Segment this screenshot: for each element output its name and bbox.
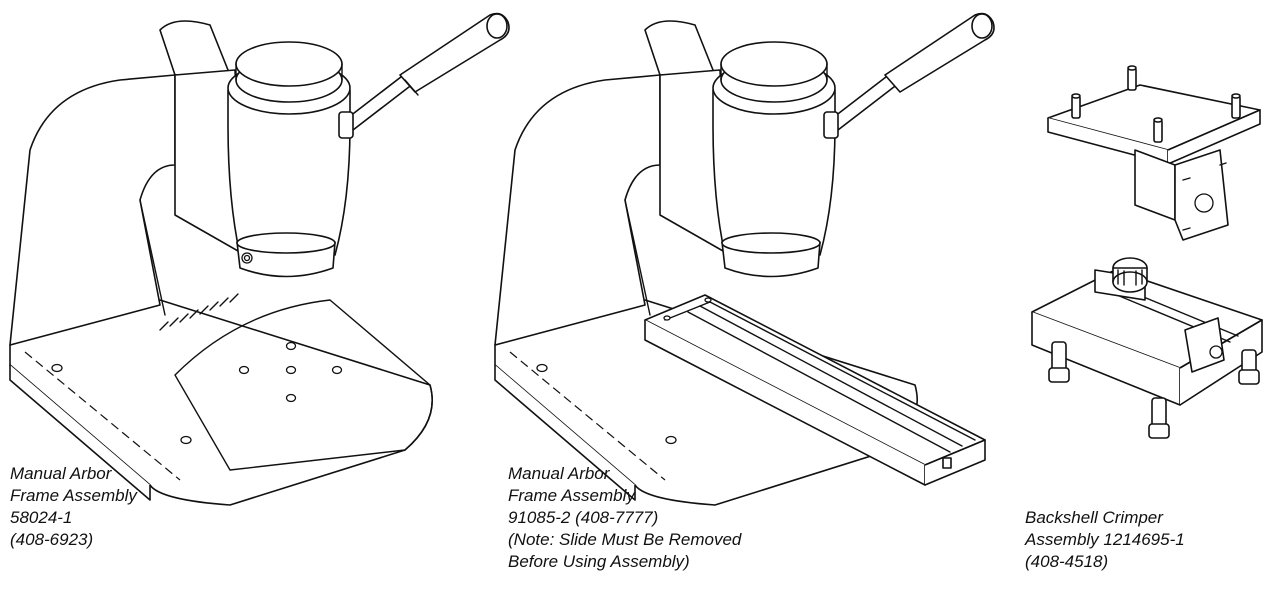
caption-line: (Note: Slide Must Be Removed (508, 530, 742, 549)
caption-line: Manual Arbor (508, 464, 610, 483)
arbor-frame-91085-illustration (494, 12, 995, 506)
arbor-frame-58024-illustration (9, 12, 510, 506)
caption-line: Before Using Assembly) (508, 552, 690, 571)
caption-line: Backshell Crimper (1025, 508, 1163, 527)
caption-arbor-58024: Manual Arbor Frame Assembly 58024-1 (408… (10, 463, 137, 551)
caption-line: 91085-2 (408-7777) (508, 508, 659, 527)
backshell-crimper-illustration (1031, 65, 1263, 439)
caption-line: Assembly 1214695-1 (1025, 530, 1185, 549)
caption-line: 58024-1 (10, 508, 73, 527)
caption-line: Manual Arbor (10, 464, 112, 483)
caption-line: (408-6923) (10, 530, 94, 549)
caption-line: (408-4518) (1025, 552, 1109, 571)
caption-arbor-91085: Manual Arbor Frame Assembly 91085-2 (408… (508, 463, 741, 573)
caption-line: Frame Assembly (508, 486, 635, 505)
caption-backshell-crimper: Backshell Crimper Assembly 1214695-1 (40… (1025, 507, 1185, 573)
caption-line: Frame Assembly (10, 486, 137, 505)
